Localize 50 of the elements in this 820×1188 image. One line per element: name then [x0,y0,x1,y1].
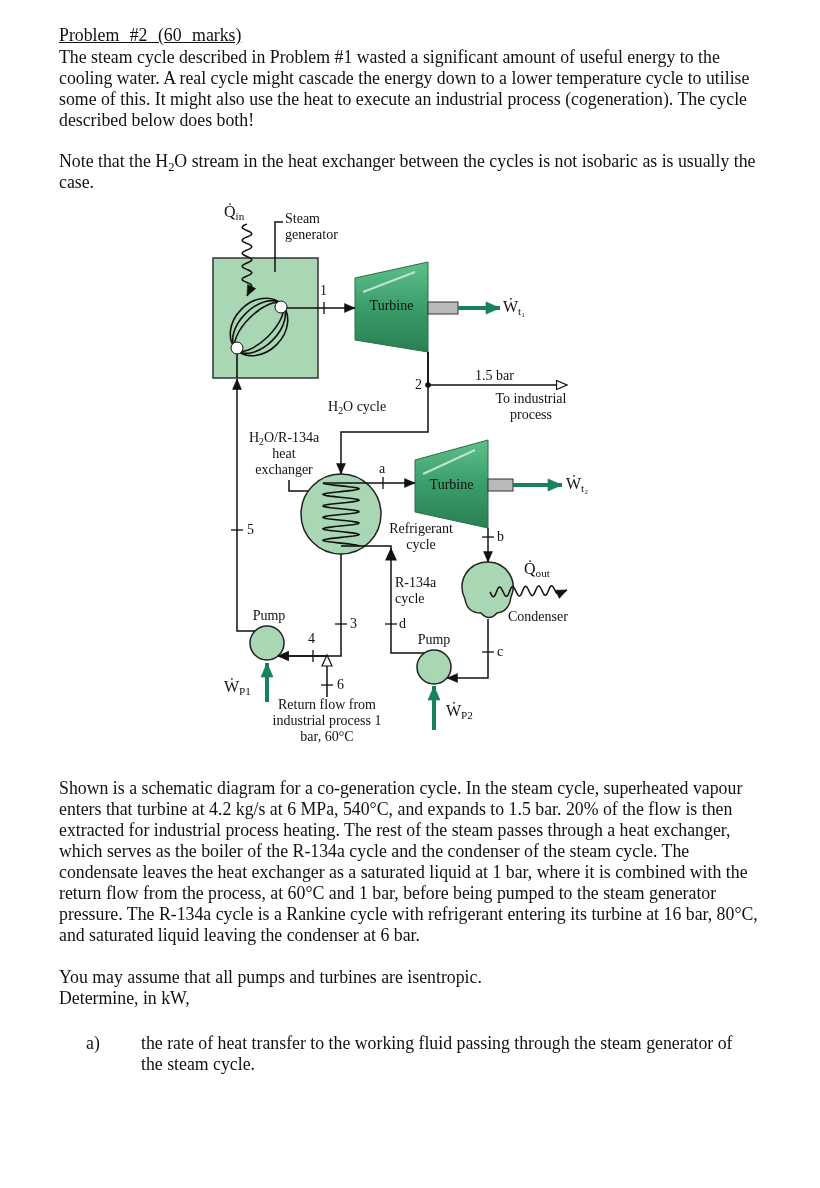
question-marker: a) [86,1033,100,1054]
leader-line [274,221,284,273]
component-label: Steam generator [285,211,351,247]
state-number: b [497,529,504,545]
component-label: Pump [416,632,452,648]
instruction-text: Determine, in kW, [59,988,191,1009]
flow-arrow [446,618,489,683]
energy-label: Ẇ$_{P1}$ [224,677,256,705]
cycle-label: R-134a cycle [395,575,437,607]
component-label: Turbine [368,298,415,314]
work-arrow [458,301,501,315]
energy-label: Ẇ$_{t₁}$ [503,297,537,323]
component-label: Turbine [428,477,475,493]
flow-arrow [365,478,416,488]
flow-arrow [336,351,429,475]
work-arrow [427,685,441,730]
component-label: Pump [251,608,287,624]
cycle-label: Refrigerant cycle [388,521,454,553]
cycle-label: H$_{2}$O cycle [328,399,387,415]
problem-heading: Problem #2 (60 marks) [59,25,242,46]
note-paragraph: Note that the H$_{2}$O stream in the heat exchanger between the cycles is not isobaric as is usually the case. [59,151,757,193]
energy-label: Q̇$_{in}$ [224,202,256,224]
flow-arrow [364,545,425,654]
energy-label: Q̇$_{out}$ [524,559,568,583]
heat-flow-arrow [241,223,256,297]
state-number: 6 [337,677,344,693]
state-number: 4 [308,631,315,647]
state-number: 5 [247,522,254,538]
state-number: d [399,616,406,632]
component-label: H$_{2}$O/R-134a heat exchanger [247,430,321,480]
component-label: Condenser [508,609,569,625]
problem-paragraph: Shown is a schematic diagram for a co-generation cycle. In the steam cycle, superheated vapour enters that turbine at 4.2 kg/s at 6 MPa, 540°C, and expands to 1.5 bar. 20% of the flow is then extracted for industrial process heating. The rest of the steam passes through a heat exchanger, which serves as the boiler of the R-134a cycle and the condenser of the steam cycle. The condensate leaves the heat exchanger as a saturated liquid at 1 bar, where it is combined with the return flow from the process, at 60°C and 1 bar, before being pumped to the steam generator pressure. The R-134a cycle is a Rankine cycle with refrigerant entering its turbine at 16 bar, 80°C, and saturated liquid leaving the condenser at 6 bar. [59,778,759,946]
energy-label: Ẇ$_{t₂}$ [566,474,600,500]
state-number: 2 [415,377,422,393]
work-arrow [513,478,563,492]
state-number: a [379,461,386,477]
state-number: 3 [350,616,357,632]
flow-arrow [483,527,493,563]
state-number: c [497,644,504,660]
energy-label: Ẇ$_{P2}$ [446,701,482,729]
component-label: Return flow from industrial process 1 bar, 60°C [270,697,384,749]
flow-arrow [232,378,256,632]
question-text: the rate of heat transfer to the working fluid passing through the steam generator of the steam cycle. [141,1033,734,1075]
state-number: 1 [320,283,327,299]
problem-paragraph: The steam cycle described in Problem #1 wasted a significant amount of useful energy to the cooling water. A real cycle might cascade the energy down to a lower temperature cycle to utilise some of this. It might also use the heat to execute an industrial process (cogeneration). The cycle described below does both! [59,47,751,131]
heat-flow-arrow [489,584,568,599]
assumption-text: You may assume that all pumps and turbines are isentropic. [59,967,483,988]
work-arrow [260,662,274,702]
component-label: To industrial process [484,391,578,425]
flow-arrow [277,651,333,698]
